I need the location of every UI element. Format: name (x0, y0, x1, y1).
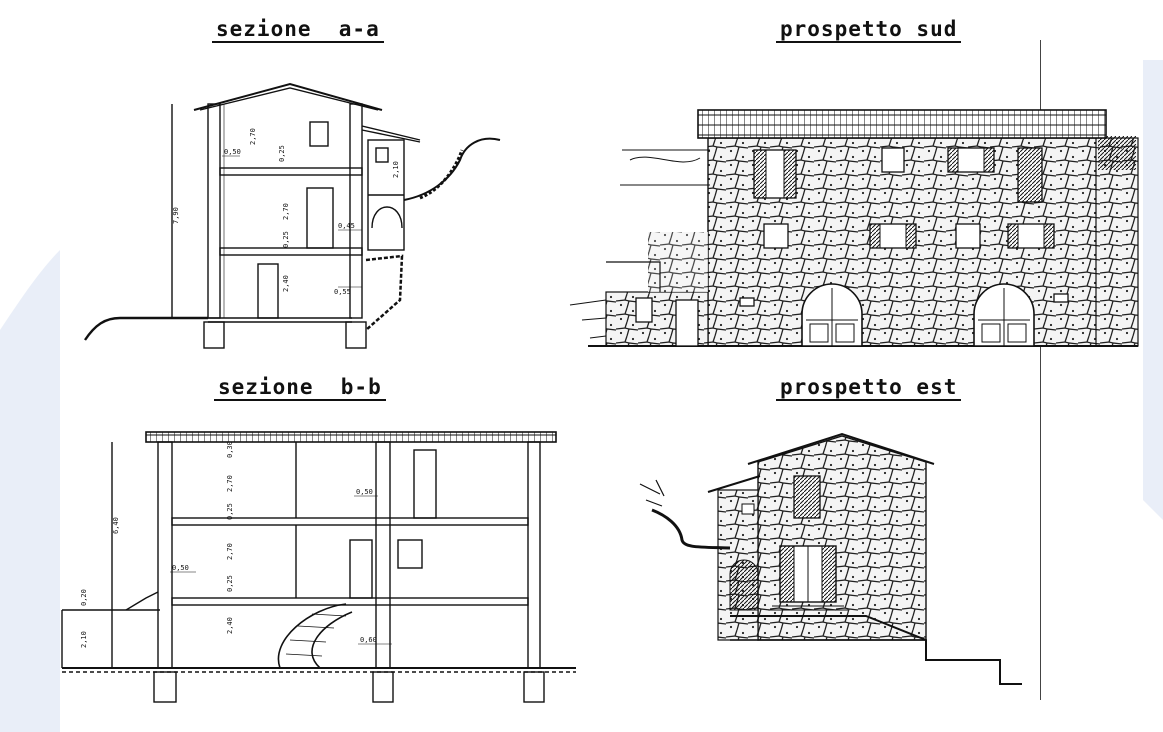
dim-aa-6: 0,45 (338, 222, 355, 230)
title-prospetto-sud: prospetto sud (776, 18, 962, 43)
dim-aa-0: 2,70 (249, 128, 257, 145)
dim-bb-3: 0,50 (356, 488, 373, 496)
sheet-divider-line (1040, 40, 1041, 700)
east-roof (747, 432, 935, 465)
dim-bb-0: 0,30 (226, 441, 234, 458)
dim-bb-9: 2,10 (80, 631, 88, 648)
dim-bb-6: 0,50 (172, 564, 189, 572)
dim-aa-9: 0,55 (334, 288, 351, 296)
title-sezione-bb: sezione b-b (214, 376, 386, 401)
dim-aa-1: 0,50 (224, 148, 241, 156)
dim-aa-8: 2,40 (282, 275, 290, 292)
dim-bb-2: 0,25 (226, 503, 234, 520)
dim-bb-5: 2,70 (226, 543, 234, 560)
dim-aa-3: 2,10 (392, 161, 400, 178)
dim-bb-4: 6,40 (112, 517, 120, 534)
title-prospetto-est: prospetto est (776, 376, 962, 401)
dim-bb-10: 2,40 (226, 617, 234, 634)
dim-aa-4: 7,90 (172, 207, 180, 224)
title-sezione-aa: sezione a-a (212, 18, 384, 43)
dim-bb-1: 2,70 (226, 475, 234, 492)
dim-aa-5: 2,70 (282, 203, 290, 220)
dim-bb-8: 0,20 (80, 589, 88, 606)
dim-aa-7: 0,25 (282, 231, 290, 248)
dim-bb-11: 0,60 (360, 636, 377, 644)
south-roof (697, 109, 1107, 139)
dim-aa-2: 0,25 (278, 145, 286, 162)
dim-bb-7: 0,25 (226, 575, 234, 592)
